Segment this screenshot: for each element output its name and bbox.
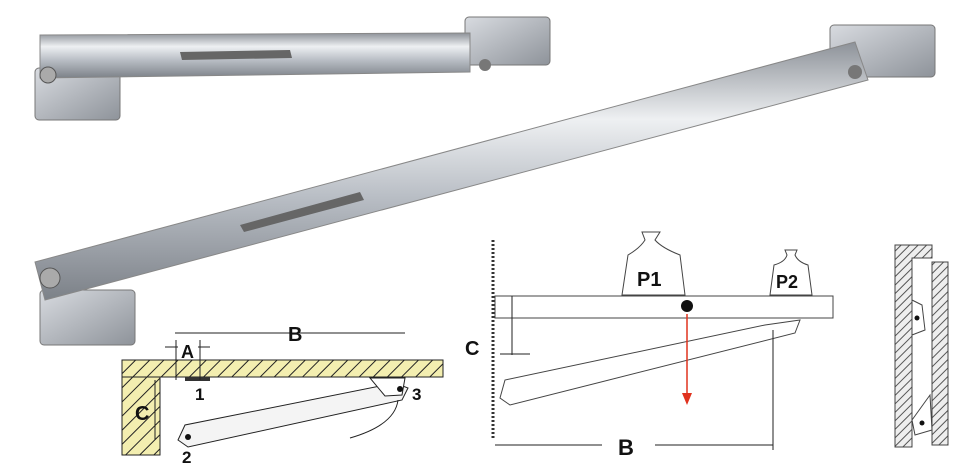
folded-side-view xyxy=(894,244,949,448)
label-b: B xyxy=(618,435,634,460)
point-2: 2 xyxy=(182,448,191,467)
weight-p1: P1 xyxy=(637,269,661,291)
short-stay-photo xyxy=(34,16,551,121)
label-a: A xyxy=(181,342,194,362)
point-1: 1 xyxy=(195,385,204,404)
weight-p2: P2 xyxy=(776,272,798,292)
long-stay-photo xyxy=(34,24,936,346)
point-3: 3 xyxy=(412,385,421,404)
label-b: B xyxy=(288,324,302,346)
label-c: C xyxy=(135,403,149,425)
load-diagram: P1 P2 C B xyxy=(465,231,834,460)
label-c: C xyxy=(465,338,479,360)
mounting-diagram-left: B A C 1 2 3 xyxy=(121,324,444,467)
